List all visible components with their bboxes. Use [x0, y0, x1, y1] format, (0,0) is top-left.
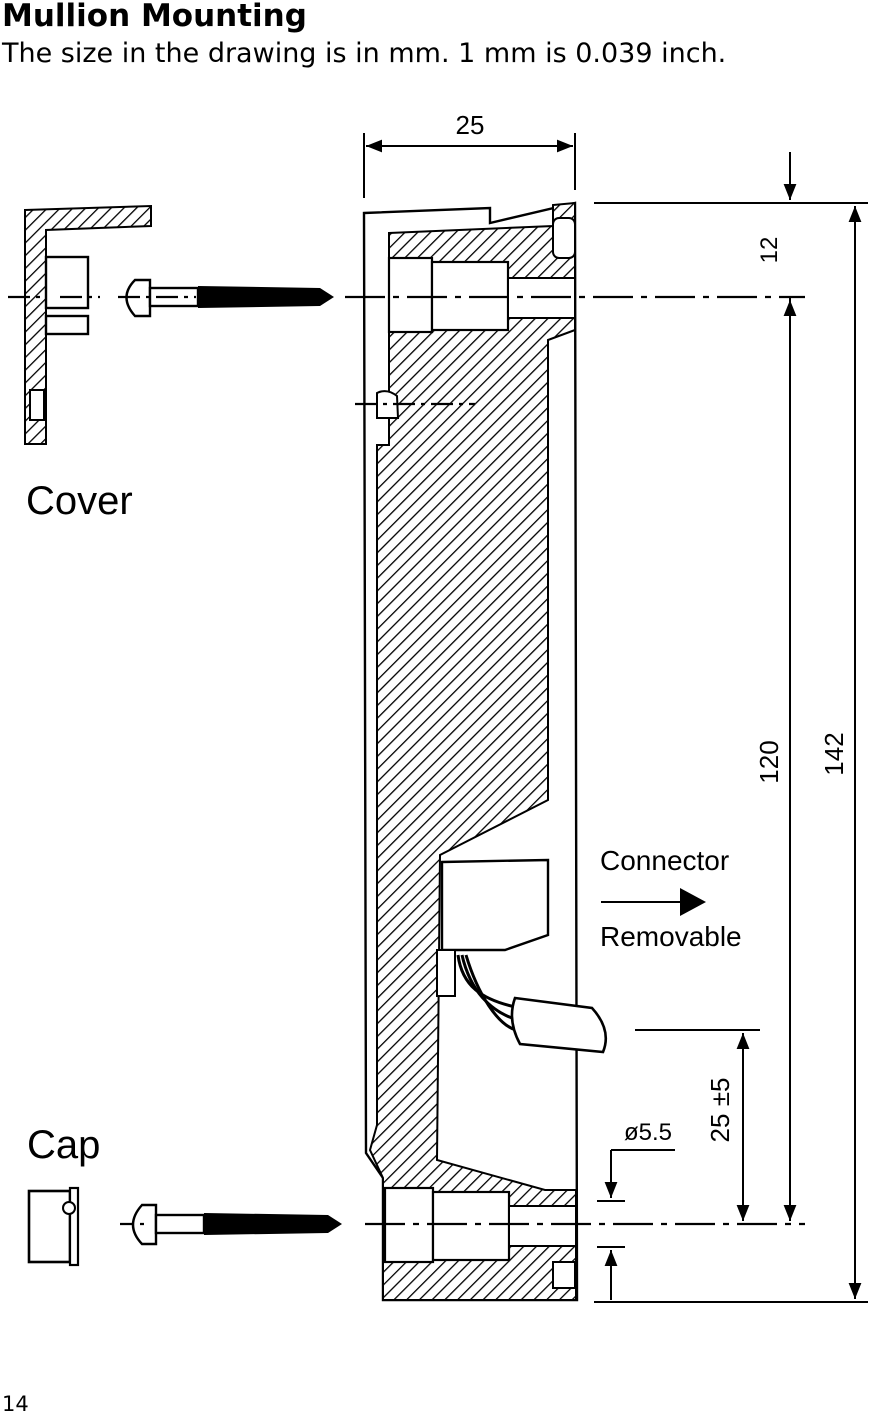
connector-arrow-icon — [680, 888, 706, 916]
removable-label: Removable — [600, 921, 742, 952]
dim-hole-spacing-label: 120 — [754, 740, 784, 783]
dim-cable-exit-label: 25 ±5 — [705, 1078, 735, 1143]
center-lines — [8, 295, 805, 1226]
cover-label: Cover — [26, 479, 133, 523]
connector-label: Connector — [600, 845, 729, 876]
dim-width-label: 25 — [456, 110, 485, 140]
cap-part — [27, 1186, 80, 1267]
cap-label: Cap — [27, 1123, 100, 1167]
dimension-lines — [363, 133, 868, 1303]
dim-top-offset-label: 12 — [756, 237, 783, 264]
dim-overall-height-label: 142 — [819, 732, 849, 775]
mullion-housing — [362, 201, 607, 1302]
page-number: 14 — [2, 1392, 29, 1416]
bottom-screw — [131, 1203, 342, 1246]
page-title: Mullion Mounting — [2, 0, 307, 34]
dim-hole-diameter-label: ø5.5 — [624, 1119, 672, 1146]
units-note: The size in the drawing is in mm. 1 mm i… — [2, 38, 727, 69]
cover-part — [24, 204, 152, 445]
